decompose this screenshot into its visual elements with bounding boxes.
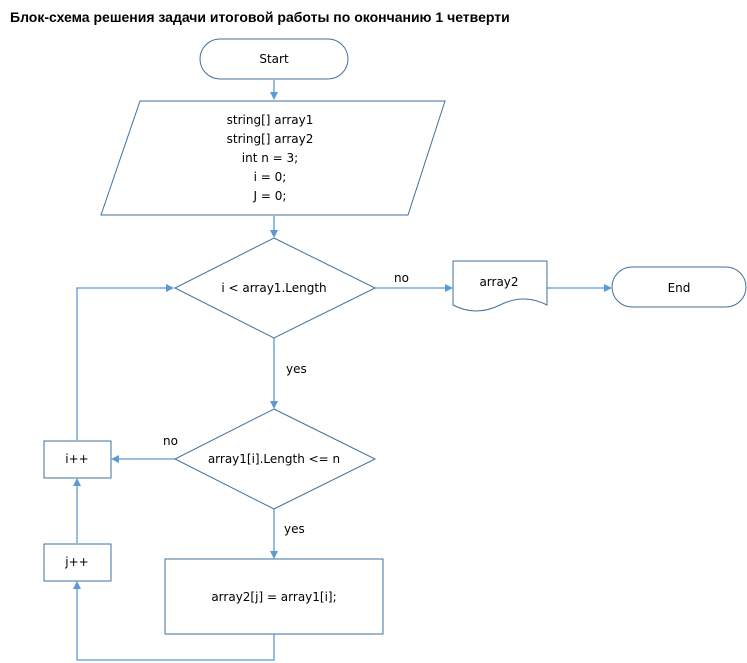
output-document bbox=[452, 260, 548, 312]
edge-label-loop-no: no bbox=[394, 271, 409, 285]
i-increment-label: i++ bbox=[65, 452, 88, 466]
start-terminator bbox=[199, 38, 349, 80]
arrowhead bbox=[111, 455, 119, 463]
arrowhead bbox=[73, 478, 81, 486]
init-line-4: i = 0; bbox=[254, 170, 287, 184]
assign-process bbox=[164, 558, 384, 635]
init-line-1: string[] array1 bbox=[227, 113, 314, 127]
length-condition-decision bbox=[173, 408, 377, 510]
arrowhead bbox=[270, 230, 278, 238]
output-label: array2 bbox=[479, 275, 518, 289]
init-parallelogram bbox=[100, 100, 446, 216]
connector-i-increment-to-loop bbox=[76, 287, 166, 440]
diagram-title: Блок-схема решения задачи итоговой работ… bbox=[10, 9, 510, 25]
edge-label-length-yes: yes bbox=[284, 522, 305, 536]
arrowhead bbox=[270, 401, 278, 409]
length-condition-label: array1[i].Length <= n bbox=[208, 452, 340, 466]
edge-label-length-no: no bbox=[163, 434, 178, 448]
loop-condition-label: i < array1.Length bbox=[221, 281, 326, 295]
init-line-3: int n = 3; bbox=[242, 151, 298, 165]
end-label: End bbox=[668, 281, 691, 295]
init-line-5: J = 0; bbox=[253, 189, 287, 203]
loop-condition-decision bbox=[173, 237, 377, 339]
arrowhead bbox=[445, 284, 453, 292]
arrowhead bbox=[166, 284, 174, 292]
arrowhead bbox=[270, 551, 278, 559]
j-increment-process bbox=[43, 543, 112, 582]
arrowhead bbox=[73, 581, 81, 589]
arrowhead bbox=[270, 92, 278, 100]
init-line-2: string[] array2 bbox=[227, 132, 314, 146]
i-increment-process bbox=[43, 440, 112, 479]
j-increment-label: j++ bbox=[64, 555, 88, 569]
connectors bbox=[73, 80, 612, 661]
connector-assign-to-j-increment bbox=[76, 589, 275, 661]
assign-label: array2[j] = array1[i]; bbox=[211, 590, 336, 604]
start-label: Start bbox=[259, 52, 289, 66]
edge-label-loop-yes: yes bbox=[286, 362, 307, 376]
arrowhead bbox=[604, 284, 612, 292]
end-terminator bbox=[611, 266, 747, 308]
